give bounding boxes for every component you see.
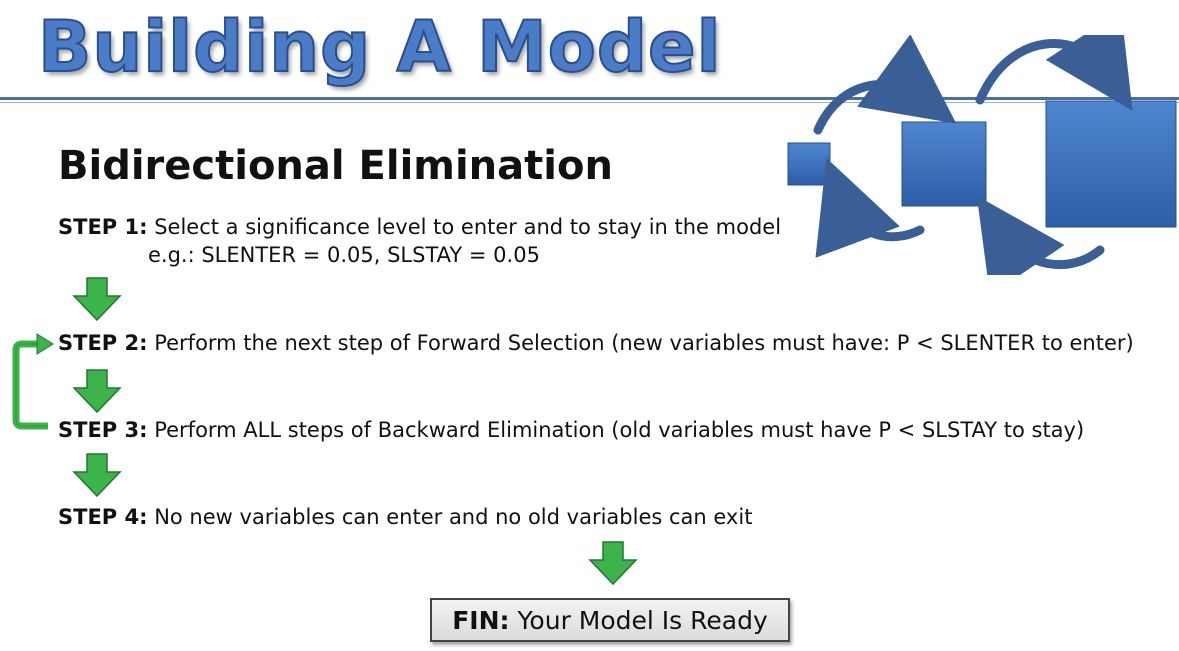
medium-square-icon <box>901 121 987 207</box>
step-1-label: STEP 1: <box>58 215 148 239</box>
step-4-text: No new variables can enter and no old va… <box>154 505 753 529</box>
curved-arrow-icon <box>975 35 1133 111</box>
green-loop-arrow-icon <box>12 333 54 430</box>
step-3-text: Perform ALL steps of Backward Eliminatio… <box>154 418 1085 442</box>
step-1-example: e.g.: SLENTER = 0.05, SLSTAY = 0.05 <box>148 243 540 267</box>
step-1: STEP 1: Select a significance level to e… <box>58 217 781 238</box>
curved-arrow-icon <box>815 157 925 258</box>
green-down-arrow-icon <box>72 369 122 414</box>
step-2: STEP 2: Perform the next step of Forward… <box>58 333 1134 354</box>
step-1-text: Select a significance level to enter and… <box>154 215 782 239</box>
growing-squares-graphic <box>787 35 1177 275</box>
step-4-label: STEP 4: <box>58 505 148 529</box>
green-down-arrow-icon <box>72 277 122 322</box>
large-square-icon <box>1045 100 1177 228</box>
green-down-arrow-icon <box>72 453 122 498</box>
fin-text: Your Model Is Ready <box>517 605 768 635</box>
fin-box: FIN: Your Model Is Ready <box>430 598 790 642</box>
curved-arrow-icon <box>813 35 957 135</box>
step-2-label: STEP 2: <box>58 331 148 355</box>
green-down-arrow-icon <box>588 541 638 586</box>
fin-label: FIN: <box>452 605 510 635</box>
page-title: Building A Model <box>37 6 722 88</box>
step-2-text: Perform the next step of Forward Selecti… <box>154 331 1134 355</box>
title-divider <box>0 97 1179 100</box>
title-divider-thin <box>0 102 1179 103</box>
small-square-icon <box>787 142 831 186</box>
section-subtitle: Bidirectional Elimination <box>58 143 613 189</box>
curved-arrow-icon <box>976 195 1105 275</box>
step-4: STEP 4: No new variables can enter and n… <box>58 507 752 528</box>
step-3-label: STEP 3: <box>58 418 148 442</box>
step-3: STEP 3: Perform ALL steps of Backward El… <box>58 420 1084 441</box>
